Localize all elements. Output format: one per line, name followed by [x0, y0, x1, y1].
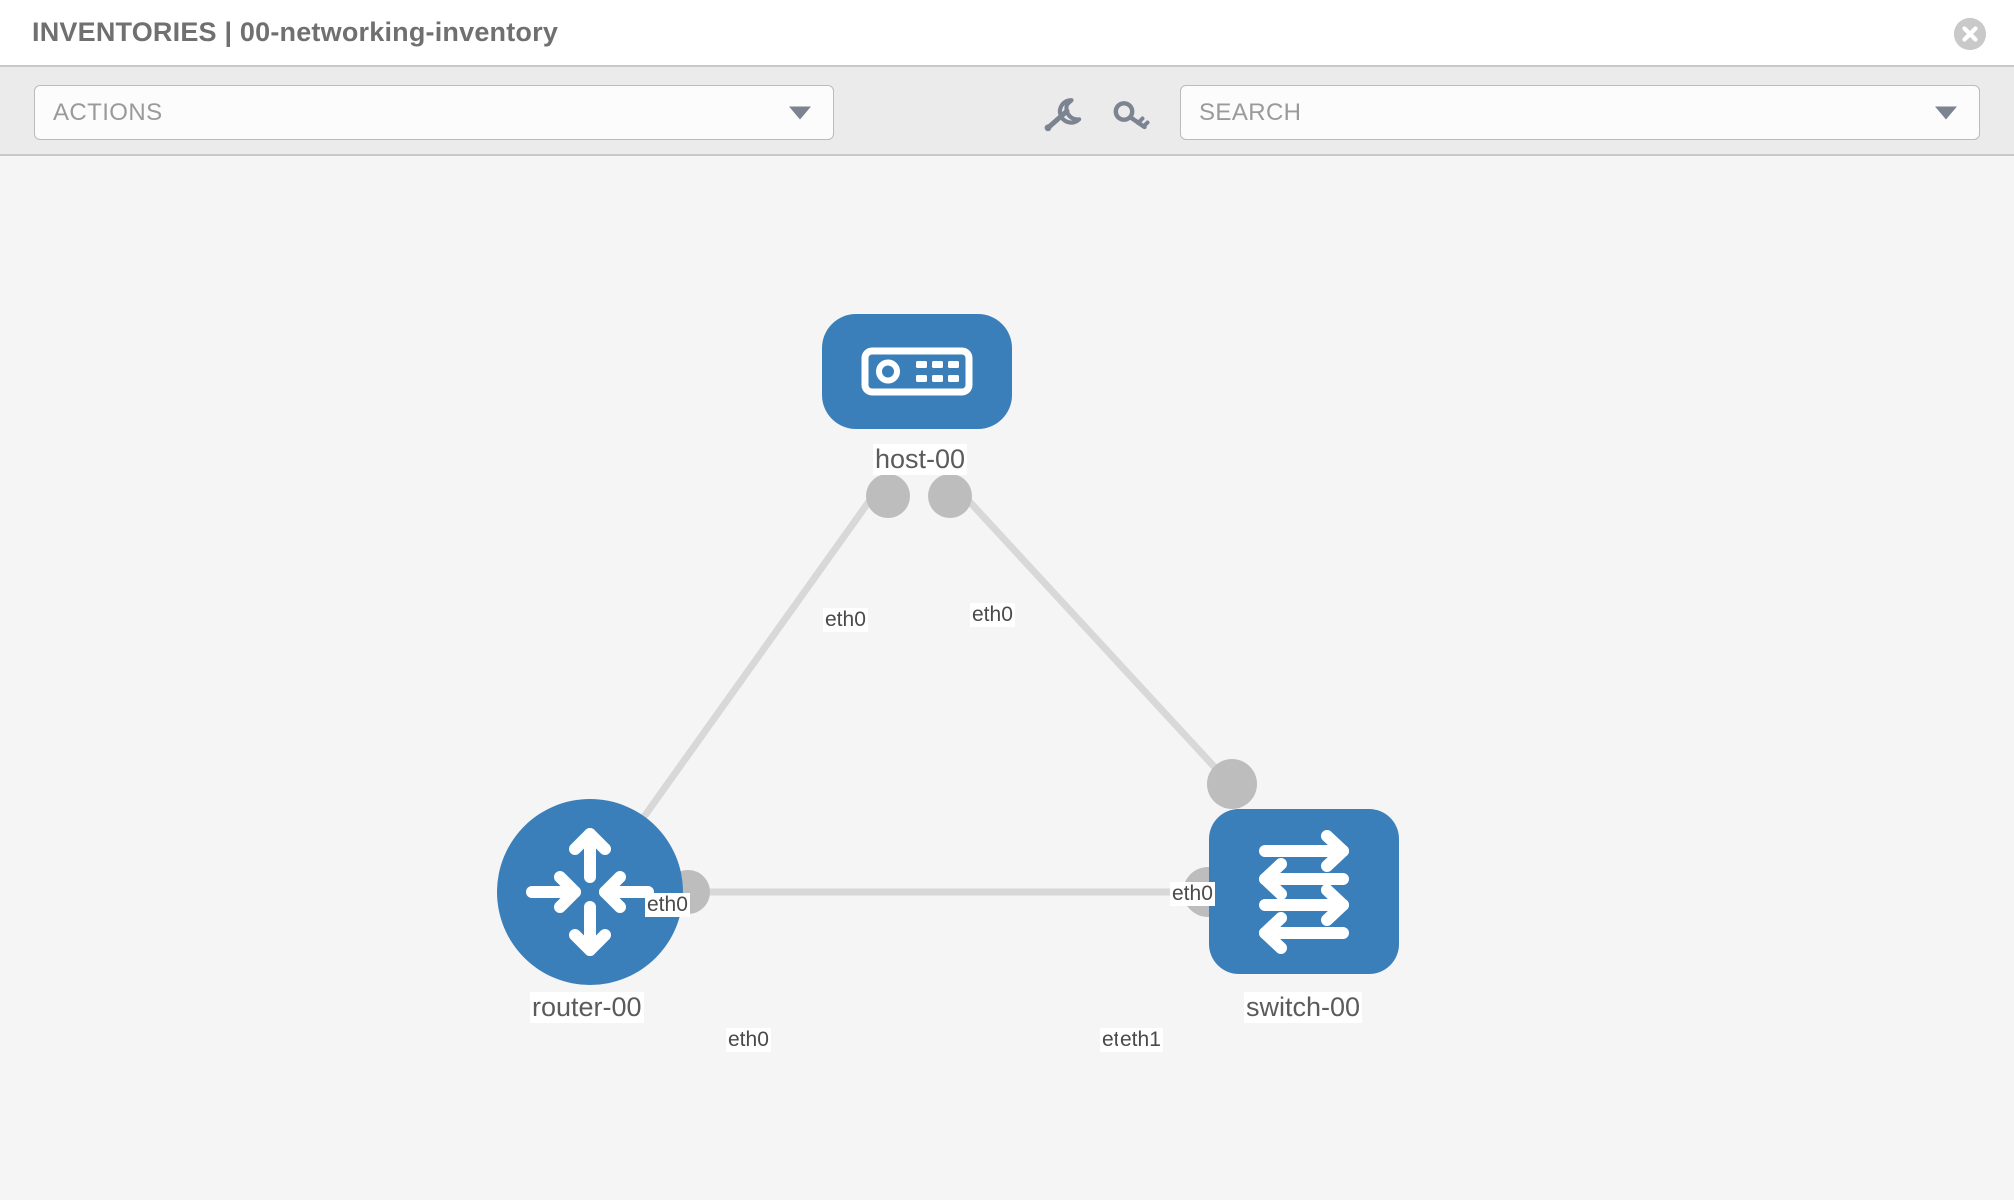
topology-node-router-00[interactable]: [497, 799, 683, 990]
interface-label-switch-eth0-up: eth0: [1170, 882, 1215, 907]
topology-node-switch-00[interactable]: [1209, 809, 1399, 979]
port-switch-eth0: [1207, 759, 1257, 809]
interface-label-host-eth0-left: eth0: [823, 608, 868, 633]
page-title: INVENTORIES | 00-networking-inventory: [32, 17, 559, 47]
wrench-icon[interactable]: [1040, 97, 1084, 133]
server-device-icon: [822, 314, 1012, 429]
toolbar: ACTIONS SEARCH: [0, 67, 2014, 156]
topology-node-label-host-00: host-00: [873, 444, 968, 476]
search-input[interactable]: SEARCH: [1180, 85, 1980, 140]
search-placeholder: SEARCH: [1199, 98, 1302, 126]
link-router-host: [638, 483, 883, 824]
topology-node-label-router-00: router-00: [530, 992, 644, 1024]
topology-canvas[interactable]: host-00: [0, 156, 2014, 1200]
router-arrows-icon: [497, 799, 683, 985]
chevron-down-icon: [789, 106, 811, 119]
interface-label-router-eth0-up: eth0: [645, 893, 690, 918]
port-host-eth0-left: [866, 474, 910, 518]
page-header: INVENTORIES | 00-networking-inventory: [0, 0, 2014, 67]
actions-dropdown[interactable]: ACTIONS: [34, 85, 834, 140]
switch-arrows-icon: [1209, 809, 1399, 974]
interface-label-router-eth0: eth0: [726, 1028, 771, 1053]
key-icon[interactable]: [1110, 97, 1154, 133]
interface-label-host-eth0-right: eth0: [970, 603, 1015, 628]
interface-label-switch-eth1: eth1: [1118, 1028, 1163, 1053]
topology-links-layer: [638, 474, 1257, 917]
topology-node-label-switch-00: switch-00: [1244, 992, 1363, 1024]
link-host-switch: [952, 483, 1235, 789]
chevron-down-icon: [1935, 106, 1957, 119]
actions-dropdown-label: ACTIONS: [53, 98, 163, 126]
topology-node-host-00[interactable]: [822, 314, 1012, 434]
port-host-eth0-right: [928, 474, 972, 518]
close-icon[interactable]: [1954, 18, 1986, 50]
